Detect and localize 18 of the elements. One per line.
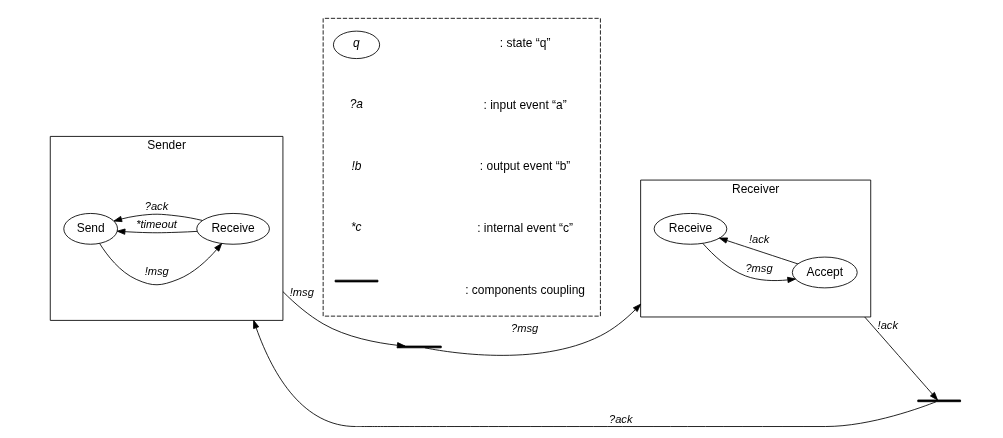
label: ?a [349, 96, 363, 111]
edge-label: !msg [144, 265, 169, 278]
label: q [352, 36, 360, 51]
edge-label: ?ack [144, 200, 168, 213]
edge-label: *timeout [135, 218, 177, 231]
edge-label: ?msg [744, 261, 773, 274]
edge-label: !msg [289, 285, 314, 298]
legend-label: : state “q” [499, 36, 550, 51]
label: *c [350, 220, 362, 235]
edge-label: !ack [748, 232, 769, 245]
legend-label: : output event “b” [479, 159, 570, 174]
legend-label: : components coupling [464, 282, 585, 297]
edge-label: ?ack [608, 412, 632, 425]
legend-label: : input event “a” [483, 97, 567, 112]
label: !b [350, 158, 361, 173]
edge-label: ?msg [510, 321, 538, 334]
legend-label: : internal event “c” [476, 221, 573, 236]
edge-label: !ack [877, 319, 898, 332]
